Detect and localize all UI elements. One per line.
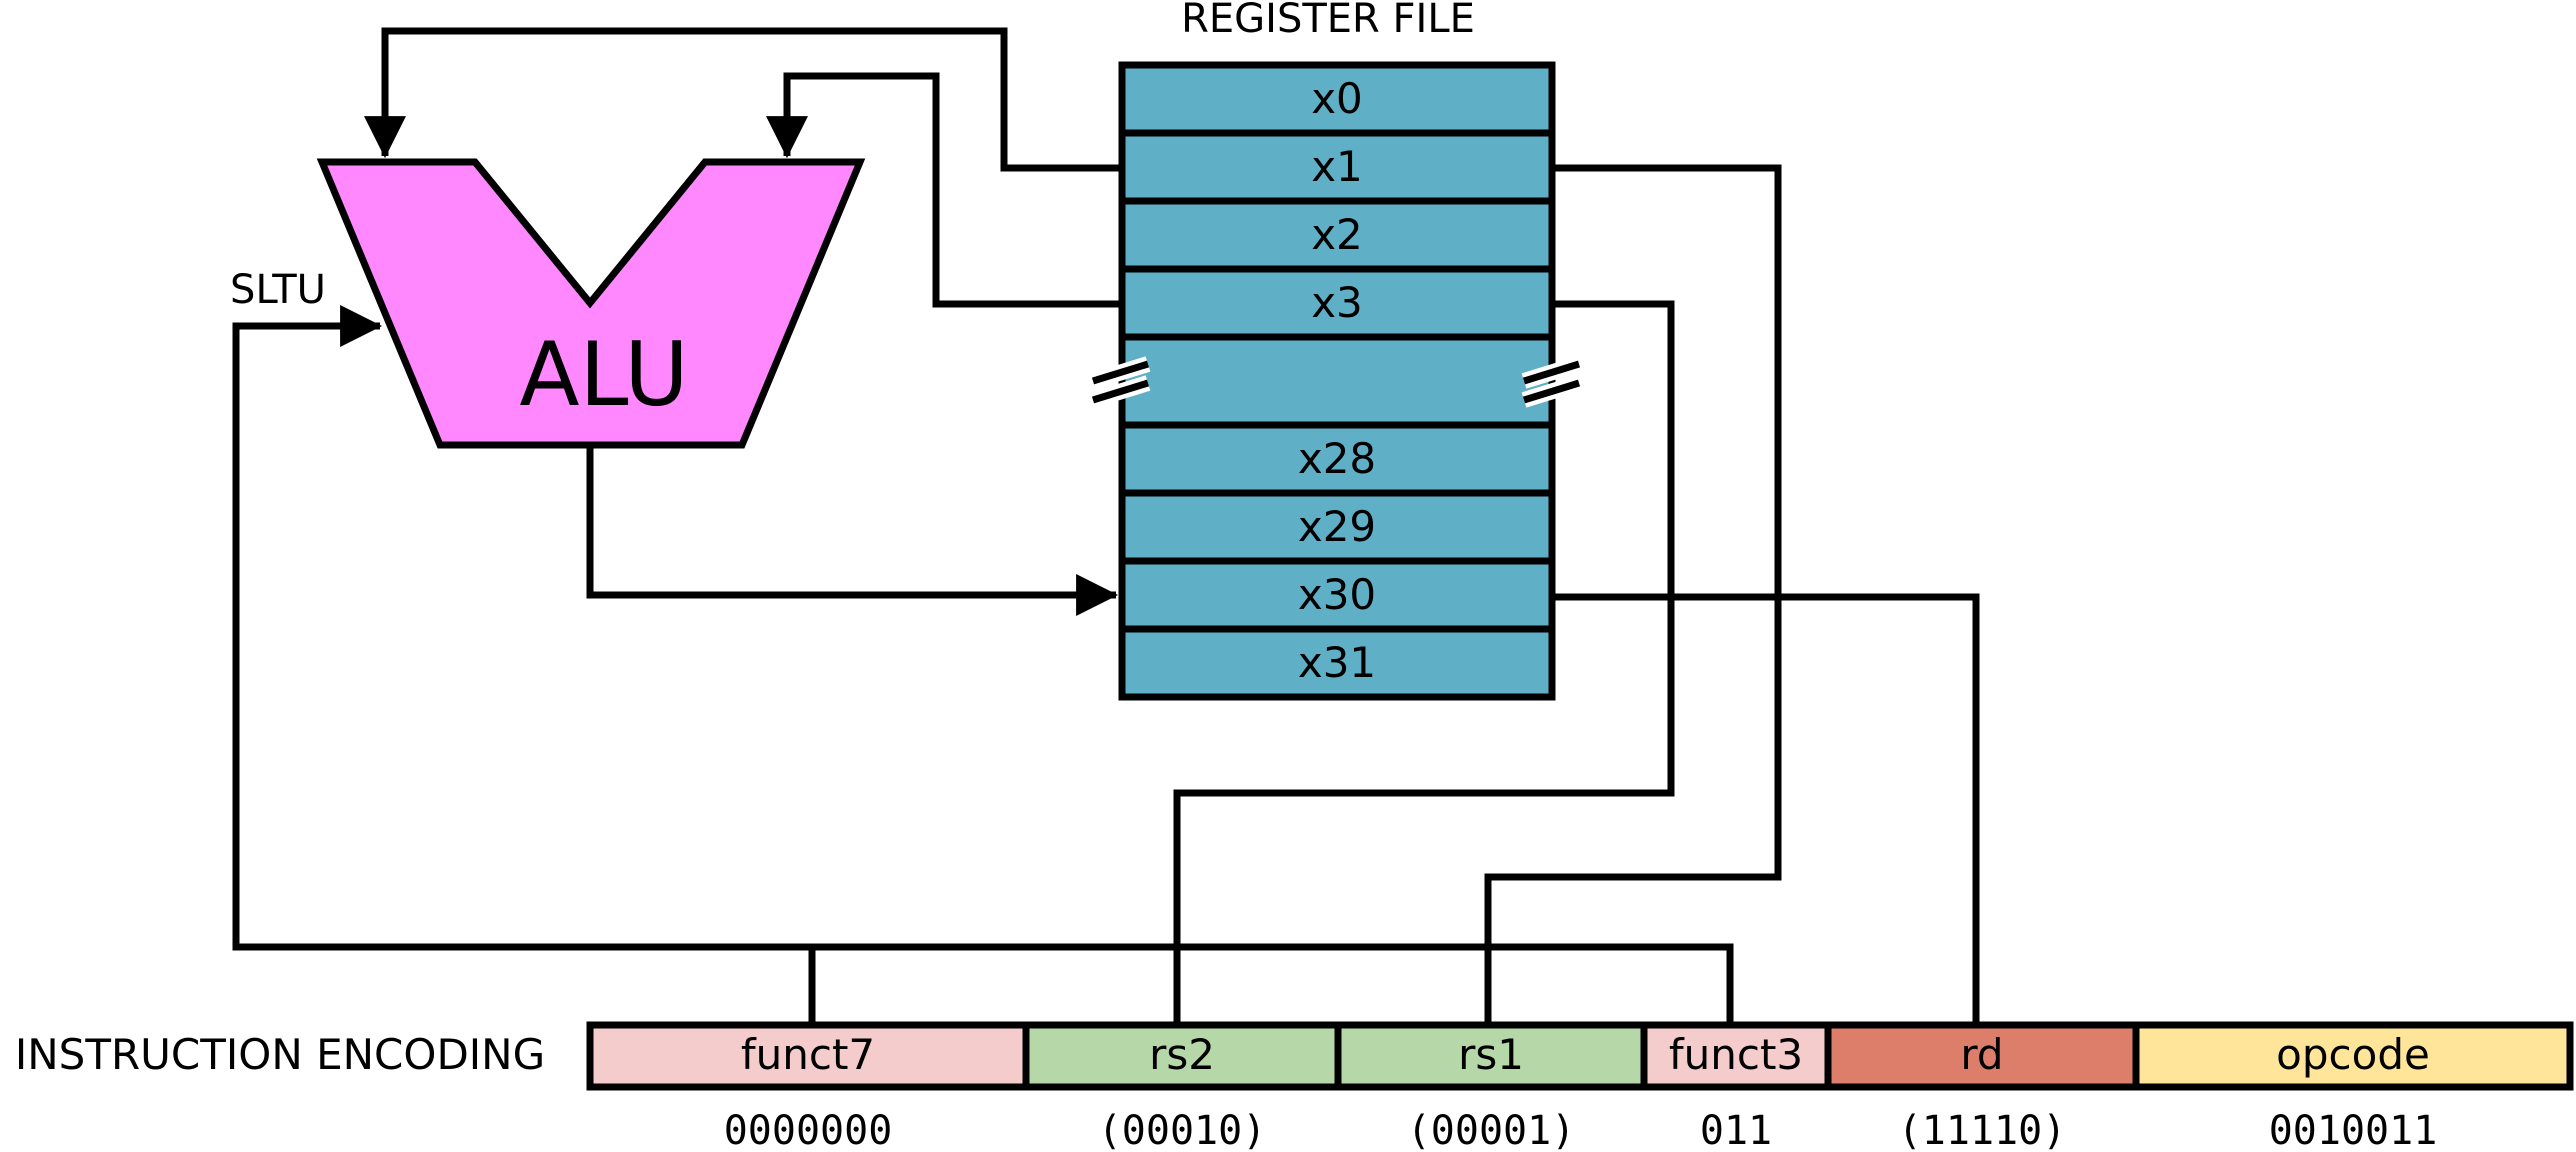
wire-rs1-to-x1 bbox=[1484, 164, 1782, 1025]
field-label-funct3: funct3 bbox=[1669, 1030, 1803, 1079]
register-label-x31: x31 bbox=[1298, 638, 1376, 687]
wire-funct-to-alu-op bbox=[232, 305, 816, 1025]
register-gap bbox=[1118, 333, 1556, 429]
field-bits-rs2: (00010) bbox=[1098, 1108, 1267, 1152]
register-label-x3: x3 bbox=[1311, 278, 1363, 327]
register-file-title: REGISTER FILE bbox=[1181, 0, 1475, 42]
field-label-rs1: rs1 bbox=[1458, 1030, 1524, 1079]
field-bits-opcode: 0010011 bbox=[2269, 1108, 2438, 1152]
alu-shape bbox=[316, 158, 866, 449]
alu-label: ALU bbox=[519, 323, 688, 426]
encoding-title: INSTRUCTION ENCODING bbox=[15, 1030, 545, 1079]
wire-funct3-to-op-bus bbox=[812, 943, 1734, 1025]
break-mark-left bbox=[1090, 356, 1151, 408]
field-label-rd: rd bbox=[1960, 1030, 2003, 1079]
register-label-x0: x0 bbox=[1311, 74, 1363, 123]
field-label-rs2: rs2 bbox=[1149, 1030, 1215, 1079]
field-bits-funct3: 011 bbox=[1700, 1108, 1772, 1152]
field-rs2 bbox=[1022, 1021, 1342, 1091]
register-label-x28: x28 bbox=[1298, 434, 1376, 483]
field-rs1 bbox=[1334, 1021, 1648, 1091]
break-mark-right bbox=[1521, 356, 1582, 408]
field-funct3 bbox=[1640, 1021, 1832, 1091]
field-funct7 bbox=[586, 1021, 1030, 1091]
register-file: x0 x1 x2 x3 x28 x29 x30 x31 bbox=[1090, 61, 1582, 701]
wire-alu-out-to-x30 bbox=[586, 445, 1119, 616]
field-label-opcode: opcode bbox=[2276, 1030, 2430, 1079]
field-opcode bbox=[2132, 1021, 2574, 1091]
wire-x1-to-alu-input-a bbox=[364, 27, 1122, 172]
wire-rs2-to-x3 bbox=[1173, 300, 1675, 1025]
wire-rd-to-x30 bbox=[1552, 593, 1980, 1025]
register-label-x29: x29 bbox=[1298, 502, 1376, 551]
register-x31 bbox=[1118, 625, 1556, 701]
field-bits-rd: (11110) bbox=[1898, 1108, 2067, 1152]
instruction-encoding: funct7 rs2 rs1 funct3 rd opcode 0000000 … bbox=[586, 1021, 2574, 1152]
field-bits-rs1: (00001) bbox=[1407, 1108, 1576, 1152]
field-bits-funct7: 0000000 bbox=[724, 1108, 893, 1152]
wire-x3-to-alu-input-b bbox=[766, 72, 1122, 308]
alu: ALU bbox=[316, 158, 866, 449]
register-x29 bbox=[1118, 489, 1556, 565]
register-label-x30: x30 bbox=[1298, 570, 1376, 619]
register-label-x2: x2 bbox=[1311, 210, 1363, 259]
register-label-x1: x1 bbox=[1311, 142, 1363, 191]
field-label-funct7: funct7 bbox=[741, 1030, 875, 1079]
alu-op-label: SLTU bbox=[230, 267, 326, 313]
